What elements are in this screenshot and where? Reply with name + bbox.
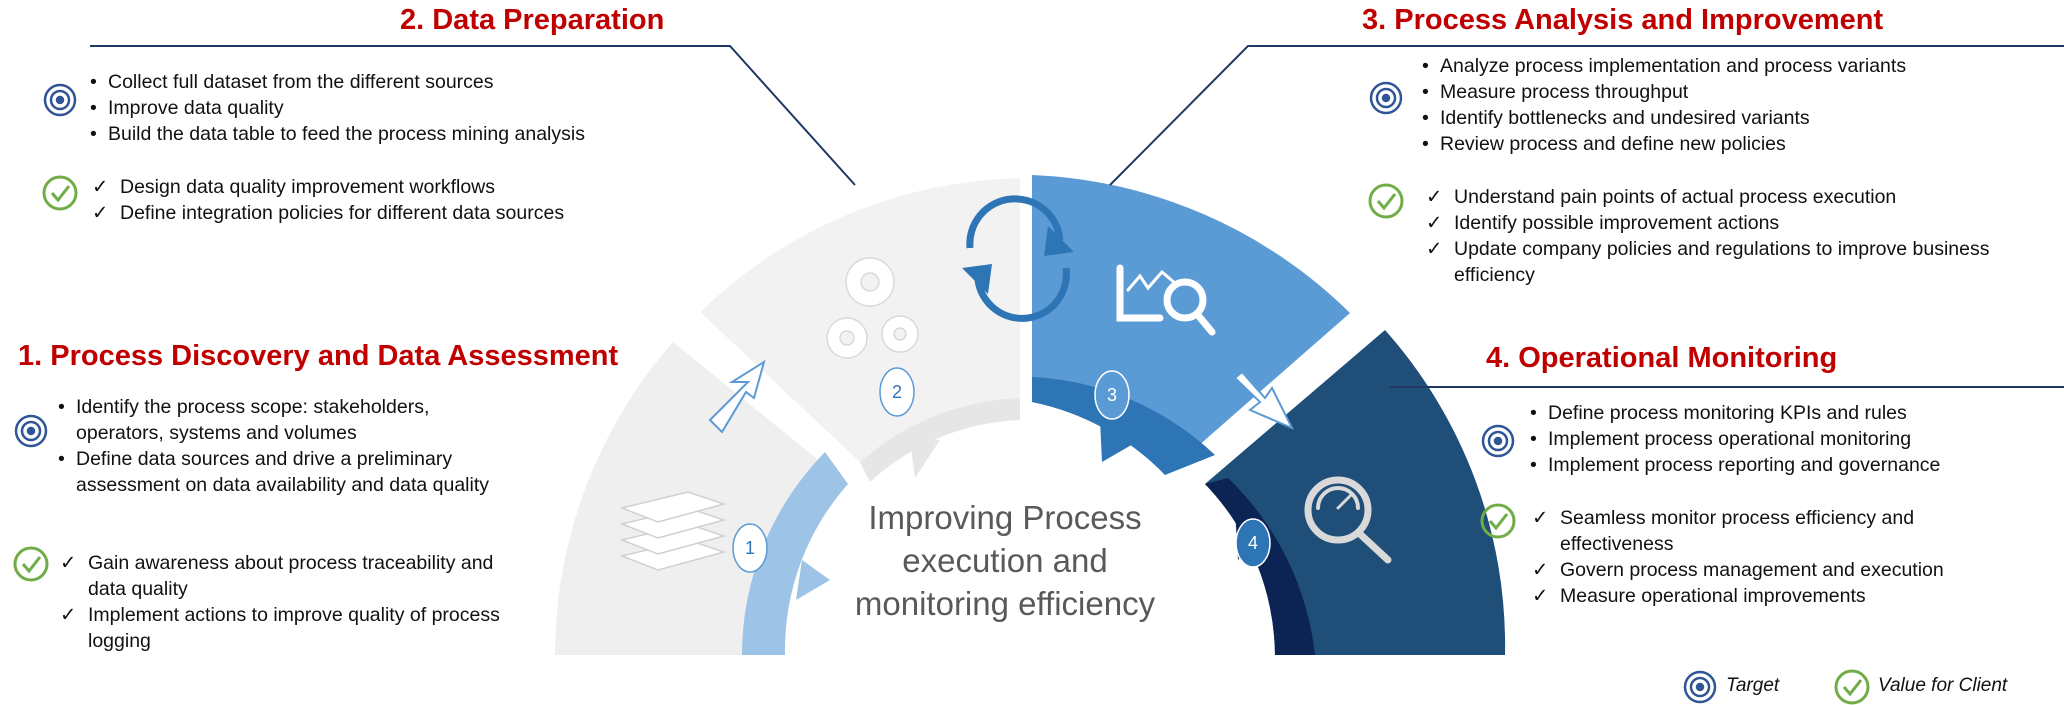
segment-1-inner-band (742, 452, 848, 655)
step-number-4: 4 (1235, 518, 1271, 568)
segment-4-inner-band (1205, 478, 1315, 655)
segment-2-inner-band (860, 398, 1020, 482)
arrow-1-to-2-icon (708, 359, 766, 434)
list-item: Analyze process implementation and proce… (1422, 53, 2042, 79)
svg-text:3: 3 (1107, 385, 1117, 405)
segment-2-outer (700, 178, 1020, 462)
svg-text:4: 4 (1248, 533, 1258, 553)
list-item: Update company policies and regulations … (1424, 236, 2060, 288)
list-item: Identify the process scope: stakeholders… (58, 394, 498, 446)
list-item: Define integration policies for differen… (90, 200, 690, 226)
step-1-targets: Identify the process scope: stakeholders… (58, 394, 498, 498)
step-number-2: 2 (879, 367, 915, 417)
value-check-icon (42, 175, 78, 211)
step-2-targets: Collect full dataset from the different … (90, 69, 690, 147)
segment-3-inner-band (1032, 377, 1215, 475)
step-2-title: 2. Data Preparation (400, 4, 665, 36)
list-item: Identify bottlenecks and undesired varia… (1422, 105, 2042, 131)
step-4-values: Seamless monitor process efficiency and … (1530, 505, 2000, 609)
target-icon (1369, 81, 1403, 115)
center-goal-text: Improving Process execution and monitori… (820, 496, 1190, 625)
gears-icon (826, 257, 919, 359)
step-3-values: Understand pain points of actual process… (1424, 184, 2060, 288)
target-icon (1481, 424, 1515, 458)
connector-line-step-2 (90, 45, 856, 186)
legend-target-label: Target (1726, 675, 1780, 696)
step-4-title: 4. Operational Monitoring (1486, 342, 1838, 374)
svg-text:1: 1 (745, 538, 755, 558)
process-analysis-icon (1116, 264, 1216, 336)
layers-icon (619, 491, 727, 571)
center-text-line: execution and (902, 542, 1108, 579)
segment-1-notch (796, 560, 830, 600)
center-text-line: Improving Process (868, 499, 1142, 536)
value-check-icon (1480, 503, 1516, 539)
segment-2-notch (910, 440, 940, 478)
target-icon (14, 414, 48, 448)
value-check-icon (13, 546, 49, 582)
list-item: Define process monitoring KPIs and rules (1530, 400, 2060, 426)
list-item: Gain awareness about process traceabilit… (58, 550, 528, 602)
list-item: Understand pain points of actual process… (1424, 184, 2060, 210)
step-1-title: 1. Process Discovery and Data Assessment (18, 340, 619, 372)
svg-text:2: 2 (892, 382, 902, 402)
legend-target-icon (1683, 670, 1717, 704)
cycle-arrows-icon (966, 195, 1070, 322)
list-item: Measure process throughput (1422, 79, 2042, 105)
list-item: Implement actions to improve quality of … (58, 602, 528, 654)
step-2-values: Design data quality improvement workflow… (90, 174, 690, 226)
segment-3-notch (1100, 420, 1140, 462)
gauge-magnifier-icon (1304, 476, 1392, 564)
step-number-1: 1 (732, 523, 768, 573)
list-item: Measure operational improvements (1530, 583, 2000, 609)
cycle-arrowhead-top (1044, 226, 1074, 256)
step-1-values: Gain awareness about process traceabilit… (58, 550, 528, 654)
list-item: Improve data quality (90, 95, 690, 121)
value-check-icon (1368, 183, 1404, 219)
cycle-arrowhead-bottom (962, 264, 992, 294)
list-item: Review process and define new policies (1422, 131, 2042, 157)
legend-value-check-icon (1834, 669, 1870, 705)
connector-line-step-3 (1109, 45, 2064, 186)
step-4-targets: Define process monitoring KPIs and rules… (1530, 400, 2060, 478)
center-text-line: monitoring efficiency (854, 585, 1156, 622)
list-item: Identify possible improvement actions (1424, 210, 2060, 236)
list-item: Seamless monitor process efficiency and … (1530, 505, 2000, 557)
legend-value-label: Value for Client (1878, 675, 2008, 696)
list-item: Design data quality improvement workflow… (90, 174, 690, 200)
list-item: Govern process management and execution (1530, 557, 2000, 583)
list-item: Define data sources and drive a prelimin… (58, 446, 498, 498)
list-item: Implement process reporting and governan… (1530, 452, 2060, 478)
step-number-3: 3 (1094, 370, 1130, 420)
step-3-targets: Analyze process implementation and proce… (1422, 53, 2042, 157)
list-item: Collect full dataset from the different … (90, 69, 690, 95)
arrow-3-to-4-icon (1233, 370, 1295, 430)
target-icon (43, 83, 77, 117)
list-item: Build the data table to feed the process… (90, 121, 690, 147)
list-item: Implement process operational monitoring (1530, 426, 2060, 452)
step-3-title: 3. Process Analysis and Improvement (1362, 4, 1884, 36)
